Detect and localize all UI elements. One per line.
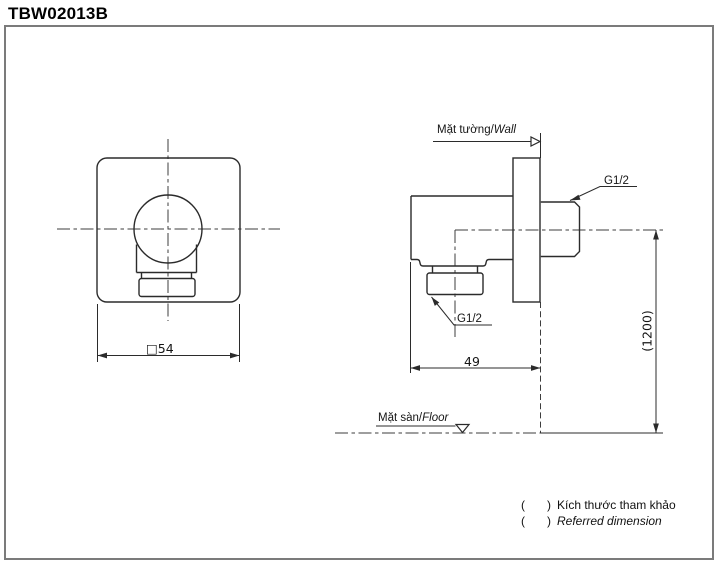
drawing-frame-border xyxy=(4,25,714,560)
front-ball-joint xyxy=(133,194,203,264)
wall-leader xyxy=(433,136,542,147)
floor-label: Mặt sàn/Floor xyxy=(378,412,448,424)
side-aerator xyxy=(426,272,484,296)
outlet-nipple xyxy=(540,201,581,258)
front-spout-body xyxy=(135,244,198,274)
wall-label-vi: Mặt tường/ xyxy=(437,124,494,136)
side-body-outline xyxy=(410,195,513,267)
wall-label: Mặt tường/Wall xyxy=(437,124,516,136)
wall-label-en: Wall xyxy=(493,124,516,136)
outlet-thread-leader xyxy=(569,186,637,201)
side-view xyxy=(335,133,663,434)
floor-level-symbol xyxy=(454,423,471,434)
front-aerator xyxy=(138,277,196,298)
front-width-dimension xyxy=(97,304,240,362)
spout-thread-leader xyxy=(431,296,492,326)
front-escutcheon-plate xyxy=(96,157,241,303)
wall-flange xyxy=(512,157,541,303)
notes-block: ()Kích thước tham khảo ()Referred dimens… xyxy=(521,498,676,529)
outlet-thread-label: G1/2 xyxy=(604,175,629,187)
floor-line xyxy=(335,423,663,434)
spout-thread-label: G1/2 xyxy=(457,313,482,325)
front-spout-neck xyxy=(140,272,193,279)
height-dimension-label: (1200) xyxy=(639,310,655,352)
depth-dimension xyxy=(410,262,541,373)
depth-dimension-label: 49 xyxy=(464,354,480,369)
floor-label-vi: Mặt sàn/ xyxy=(378,412,423,424)
front-width-dimension-label: □54 xyxy=(146,341,174,356)
side-spout-neck xyxy=(431,266,479,273)
front-view xyxy=(57,139,280,362)
note-referred-dimension-en: ()Referred dimension xyxy=(521,513,662,528)
height-dimension xyxy=(653,230,659,433)
floor-label-en: Floor xyxy=(422,412,449,424)
note-referred-dimension-vi: ()Kích thước tham khảo xyxy=(521,498,676,512)
drawing-title: TBW02013B xyxy=(8,4,109,23)
